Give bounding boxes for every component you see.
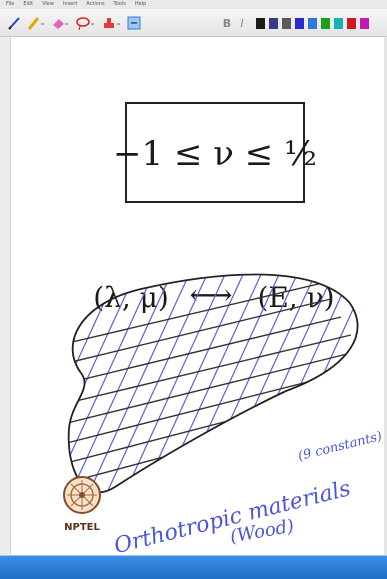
stamp-icon[interactable] <box>99 15 123 31</box>
constants-note: (9 constants) <box>297 429 384 464</box>
lasso-icon[interactable] <box>73 15 97 31</box>
menu-item[interactable]: Tools <box>113 1 126 7</box>
pen-toolbar: B I <box>0 9 387 37</box>
color-swatch-teal[interactable] <box>334 18 343 29</box>
bold-button[interactable]: B <box>222 16 232 30</box>
menu-item[interactable]: Insert <box>62 1 78 7</box>
color-swatch-black[interactable] <box>256 18 265 29</box>
insert-space-icon[interactable] <box>125 15 143 31</box>
page-margin <box>0 37 11 555</box>
menu-bar: File Edit View Insert Actions Tools Help <box>0 0 387 9</box>
elastic-constants: (E, ν) <box>257 281 334 314</box>
color-swatch-green[interactable] <box>321 18 330 29</box>
color-swatch-lightblue[interactable] <box>308 18 317 29</box>
color-swatch-red[interactable] <box>347 18 356 29</box>
nptel-logo-text: NPTEL <box>64 522 100 533</box>
scrollbar[interactable] <box>384 37 387 555</box>
menu-item[interactable]: Actions <box>86 1 105 7</box>
eraser-icon[interactable] <box>49 15 71 31</box>
nptel-logo: NPTEL <box>60 473 104 533</box>
color-swatch-navy[interactable] <box>269 18 278 29</box>
inequality-box <box>125 102 305 203</box>
menu-item[interactable]: Help <box>134 1 147 7</box>
color-swatch-magenta[interactable] <box>360 18 369 29</box>
equivalence-arrow: ⟷ <box>189 278 232 313</box>
poisson-ratio-bounds: −1 ≤ ν ≤ ½ <box>113 134 317 174</box>
menu-item[interactable]: Edit <box>23 1 34 7</box>
whiteboard-page[interactable]: −1 ≤ ν ≤ ½ (λ, μ) ⟷ (E, ν) <box>11 37 384 559</box>
taskbar <box>0 555 387 579</box>
menu-item[interactable]: File <box>6 1 15 7</box>
menu-item[interactable]: View <box>42 1 54 7</box>
pen-icon[interactable] <box>5 15 23 31</box>
italic-button[interactable]: I <box>240 16 244 30</box>
color-swatch-gray[interactable] <box>282 18 291 29</box>
color-swatch-blue[interactable] <box>295 18 304 29</box>
highlighter-icon[interactable] <box>25 15 47 31</box>
